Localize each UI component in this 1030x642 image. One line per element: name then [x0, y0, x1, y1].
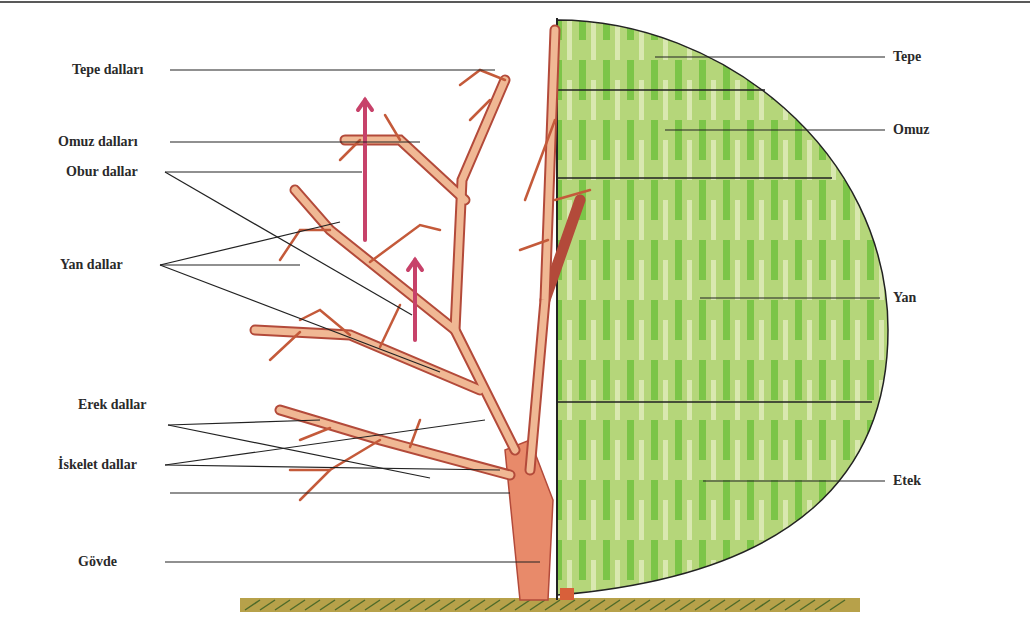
crown-zone-label: Tepe — [893, 49, 921, 65]
branch-label: İskelet dallar — [58, 457, 137, 473]
branch-label: Obur dallar — [66, 164, 138, 180]
branch-label: Gövde — [78, 554, 117, 570]
branch-label: Yan dallar — [60, 257, 123, 273]
crown-zone-label: Omuz — [893, 122, 930, 138]
crown-zone-label: Etek — [893, 473, 921, 489]
branch-label: Tepe dalları — [72, 62, 143, 78]
branch-label: Erek dallar — [78, 397, 147, 413]
crown-zone-label: Yan — [893, 290, 916, 306]
branch-label: Omuz dalları — [58, 134, 138, 150]
